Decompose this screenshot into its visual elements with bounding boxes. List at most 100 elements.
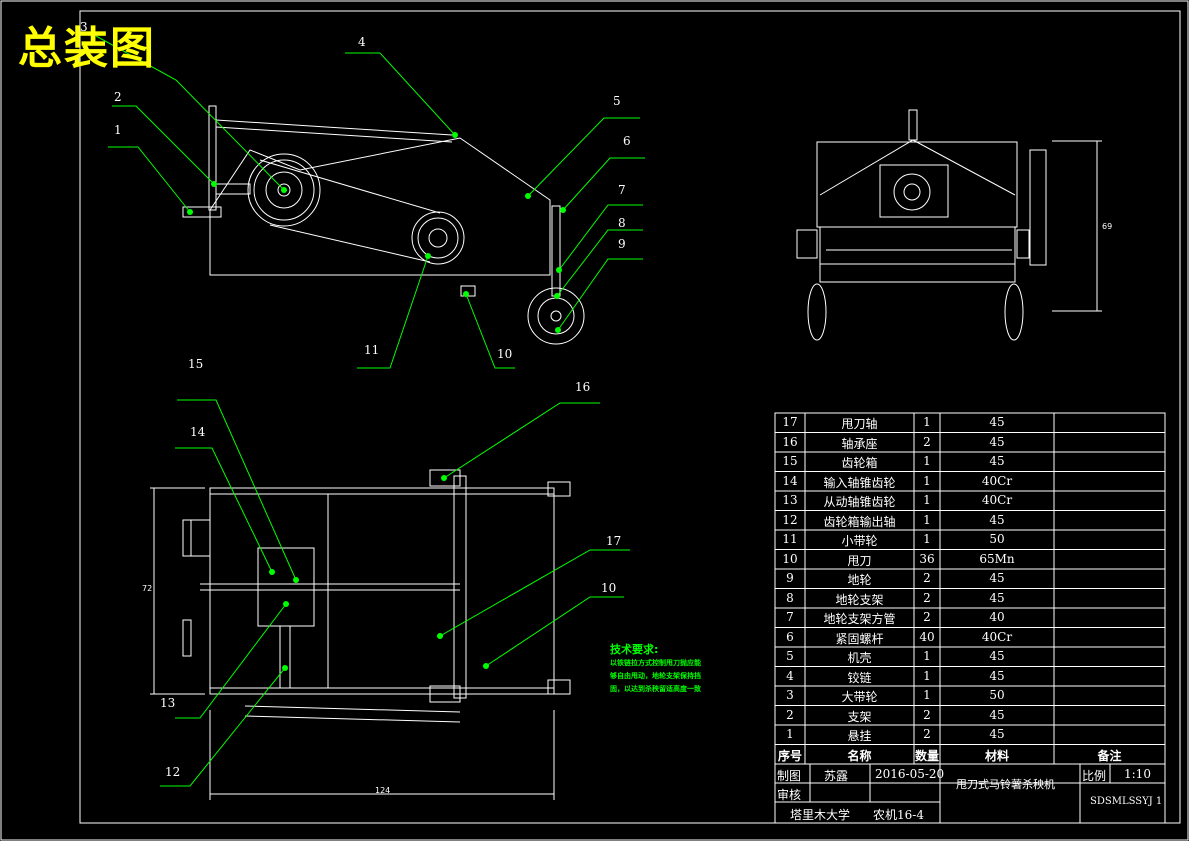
callout-10-plan: 10 [601,581,617,595]
bom-cell: 11 [782,532,798,546]
bom-cell: 14 [782,473,798,488]
bom-header-cell: 名称 [847,748,872,763]
tech-line: 固，以达到杀秧留适高度一致 [610,685,701,693]
bom-cell: 50 [989,532,1005,546]
callout-10-side: 10 [497,347,513,361]
bom-cell: 45 [989,727,1005,741]
page-title: 总装图 [18,23,156,74]
bom-cell: 45 [989,434,1005,449]
bom-cell: 45 [989,707,1005,722]
bom-cell: 10 [782,551,798,566]
dim-front-height: 69 [1102,222,1113,231]
bom-cell: 地轮支架方管 [823,612,896,626]
bom-cell: 2 [786,707,794,722]
scale-label: 比例 [1082,769,1107,783]
bom-cell: 7 [786,610,794,624]
bom-cell: 小带轮 [841,534,878,548]
bom-header-cell: 数量 [914,748,939,763]
callout-15: 15 [188,357,204,371]
plan-view-dots [269,475,489,671]
bom-cell: 2 [923,727,931,741]
bom-cell: 40Cr [981,493,1013,507]
bom-cell: 地轮 [847,573,872,587]
checked-label: 审核 [777,788,802,802]
bom-cell: 1 [923,668,931,683]
bom-cell: 1 [923,649,931,663]
bom-header-cell: 备注 [1097,748,1122,763]
bom-cell: 从动轴锥齿轮 [823,495,896,509]
callout-5: 5 [613,94,621,108]
callout-6: 6 [623,134,631,148]
bom-cell: 45 [989,649,1005,663]
bom-cell: 40 [919,629,935,644]
bom-cell: 大带轮 [841,690,878,704]
bom-cell: 17 [782,415,798,429]
bom-cell: 悬挂 [847,729,872,743]
bom-cell: 1 [923,512,931,527]
bom-cell: 2 [923,707,931,722]
bom-cell: 45 [989,454,1005,468]
tech-heading: 技术要求: [610,643,659,656]
callout-4: 4 [358,35,366,49]
callout-13: 13 [160,696,176,710]
dim-plan-width: 124 [375,786,391,795]
bom-cell: 输入轴锥齿轮 [823,475,896,490]
class-name: 农机16-4 [873,808,924,822]
bom-cell: 1 [923,532,931,546]
callout-14: 14 [190,425,206,439]
callout-7: 7 [618,183,626,197]
bom-header-cell: 序号 [777,748,802,763]
bom-cell: 45 [989,571,1005,585]
callout-9: 9 [618,237,626,251]
bom-cell: 甩刀轴 [841,417,878,431]
bom-cell: 15 [782,454,798,468]
bom-cell: 6 [786,629,794,644]
bom-cell: 支架 [847,709,872,724]
bom-cell: 2 [923,590,931,605]
plan-view [150,469,571,800]
callout-11: 11 [364,343,380,357]
bom-cell: 13 [782,493,798,507]
bom-cell: 36 [919,551,935,566]
bom-cell: 2 [923,571,931,585]
bom-cell: 2 [923,610,931,624]
bom-cell: 1 [923,415,931,429]
bom-cell: 轴承座 [841,436,878,451]
plan-view-leaders [160,399,630,787]
side-view-leaders [95,35,645,369]
drawing-number: SDSMLSSYJ 1 [1090,796,1163,807]
side-view-dots [187,132,566,333]
bom-cell: 1 [786,727,794,741]
bom-cell: 16 [782,434,798,449]
bom-cell: 50 [989,688,1005,702]
callout-8: 8 [618,216,626,230]
bom-cell: 40Cr [981,473,1013,488]
bom-cell: 1 [923,473,931,488]
bom-cell: 9 [786,571,794,585]
bom-cell: 齿轮箱 [841,456,878,470]
bom-cell: 5 [786,649,794,663]
side-view [182,105,585,345]
school-name: 塔里木大学 [790,808,851,822]
drawn-label: 制图 [777,769,802,783]
bom-cell: 地轮支架 [835,592,884,607]
scale-value: 1:10 [1124,767,1151,781]
bom-cell: 3 [786,688,794,702]
bom-cell: 65Mn [979,551,1015,566]
bom-cell: 机壳 [847,651,872,665]
callout-1: 1 [114,123,122,137]
bom-cell: 8 [786,590,794,605]
bom-cell: 40Cr [981,629,1013,644]
bom-cell: 45 [989,668,1005,683]
front-view [796,109,1102,341]
callout-2: 2 [114,90,122,104]
tech-line: 以铁链拉方式控制甩刀抛应能 [610,659,701,667]
bom-header-cell: 材料 [984,748,1009,763]
tech-requirements: 技术要求: 以铁链拉方式控制甩刀抛应能 够自由甩动，地轮支架保持挡 固，以达到杀… [610,641,701,696]
dim-plan-height: 72 [142,584,153,593]
bom-cell: 45 [989,590,1005,605]
bom-cell: 紧固螺杆 [835,631,884,646]
callout-17: 17 [606,534,622,548]
tech-line: 够自由甩动，地轮支架保持挡 [610,672,701,680]
